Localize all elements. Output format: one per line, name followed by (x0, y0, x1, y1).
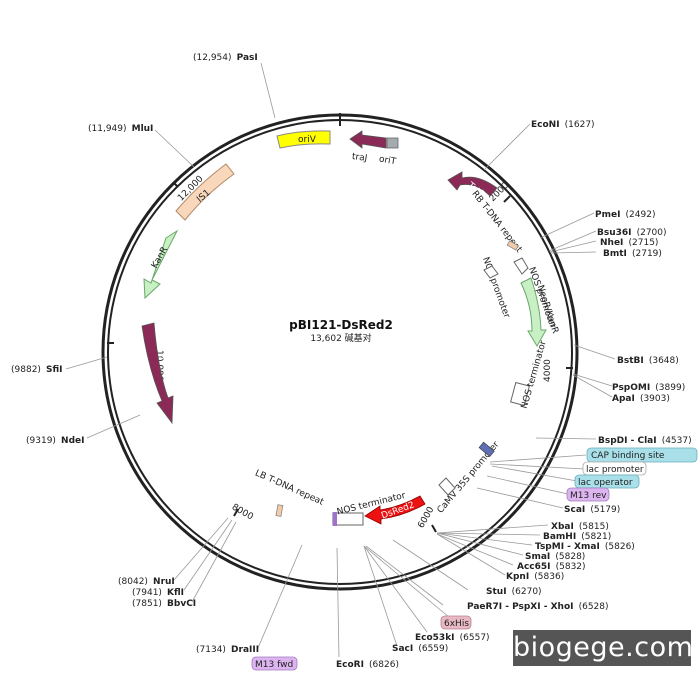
tick-label-8000: 8000 (230, 502, 255, 522)
site-SmaI: SmaI (5828) (525, 544, 585, 563)
lac-operator-text: lac operator (578, 478, 633, 488)
plasmid-size: 13,602 碱基对 (310, 332, 371, 344)
M13-fwd-feature (333, 512, 337, 526)
RB-feature (506, 240, 519, 251)
plasmid-name: pBI121-DsRed2 (289, 318, 393, 332)
tick-marks (107, 181, 573, 533)
TetR-feature (447, 171, 498, 197)
m13-fwd-box (251, 656, 298, 671)
lac-promoter-text: lac promoter (586, 465, 644, 475)
feature-boxes: CAP binding site lac promoter lac operat… (251, 447, 698, 671)
site-XbaI: XbaI (5815) (551, 514, 609, 533)
lac-cluster-feature (478, 441, 495, 457)
trfA-feature (141, 322, 174, 425)
site-Acc65I: Acc65I (5832) (517, 554, 586, 573)
site-BbvCI: (7851) BbvCI (132, 591, 196, 610)
site-KpnI: KpnI (5836) (506, 564, 564, 583)
site-SfiI: (9882) SfiI (11, 357, 63, 376)
NeoR-KanR-feature (520, 277, 547, 347)
NOS-promoter-2-feature (513, 257, 529, 275)
KanR-label: KanR (150, 245, 170, 270)
IS1-feature (175, 163, 235, 221)
traJ-label: traJ (351, 152, 368, 164)
site-NheI: NheI (2715) (600, 230, 658, 249)
NOS-terminator-1-feature (510, 381, 530, 407)
site-Eco53kI: Eco53kI (6557) (415, 625, 490, 644)
oriT-feature (386, 137, 399, 149)
m13-fwd-text: M13 fwd (255, 660, 293, 670)
traJ-feature (349, 130, 387, 149)
cap-text: CAP binding site (591, 451, 665, 461)
his-text: 6xHis (444, 619, 469, 629)
DsRed2-feature (364, 495, 426, 525)
KanR-feature (143, 229, 179, 300)
oriT-label: oriT (378, 154, 397, 167)
restriction-sites: (12,954) PasI (11,949) MluI EcoNI (1627)… (11, 45, 692, 671)
watermark: biogege.com (513, 630, 693, 666)
m13-rev-box (566, 487, 610, 502)
tick-labels: 2000 4000 6000 8000 10,000 12,000 (154, 174, 553, 530)
site-EcoNI: EcoNI (1627) (531, 112, 595, 131)
site-ApaI: ApaI (3903) (612, 386, 670, 405)
site-PspOMI: PspOMI (3899) (612, 375, 685, 394)
site-NdeI: (9319) NdeI (26, 428, 84, 447)
NOS-promoter-1-feature (483, 265, 499, 279)
NOS-promoter-1-label: NOS promoter (480, 256, 511, 320)
m13-rev-text: M13 rev (570, 491, 607, 501)
site-DraIII: (7134) DraIII (196, 637, 259, 656)
site-ScaI: ScaI (5179) (564, 497, 620, 516)
site-MluI: (11,949) MluI (88, 116, 153, 135)
site-StuI: StuI (6270) (486, 579, 542, 598)
site-PasI: (12,954) PasI (193, 45, 258, 64)
CaMV-feature (438, 477, 456, 496)
site-TspMI-XmaI: TspMI - XmaI (5826) (535, 534, 635, 553)
LB-label: LB T-DNA repeat (253, 468, 325, 507)
site-EcoRI: EcoRI (6826) (336, 652, 399, 671)
site-PmeI: PmeI (2492) (595, 202, 655, 221)
lac-operator-box (574, 474, 640, 489)
site-Bsu36I: Bsu36I (2700) (597, 220, 667, 239)
his-box (440, 615, 472, 630)
site-KflI: (7941) KflI (132, 580, 184, 599)
site-BstBI: BstBI (3648) (617, 348, 679, 367)
site-SacI: SacI (6559) (392, 636, 448, 655)
LB-feature (275, 504, 284, 517)
leader-lines (65, 62, 616, 658)
site-NruI: (8042) NruI (118, 569, 175, 588)
site-BspDI-ClaI: BspDI - ClaI (4537) (598, 428, 692, 447)
oriV-feature (276, 130, 331, 149)
oriV-label: oriV (298, 135, 317, 145)
site-PaeR7I-PspXI-XhoI: PaeR7I - PspXI - XhoI (6528) (467, 594, 609, 613)
tick-label-4000: 4000 (543, 359, 553, 382)
site-BmtI: BmtI (2719) (603, 241, 662, 260)
site-BamHI: BamHI (5821) (543, 524, 611, 543)
